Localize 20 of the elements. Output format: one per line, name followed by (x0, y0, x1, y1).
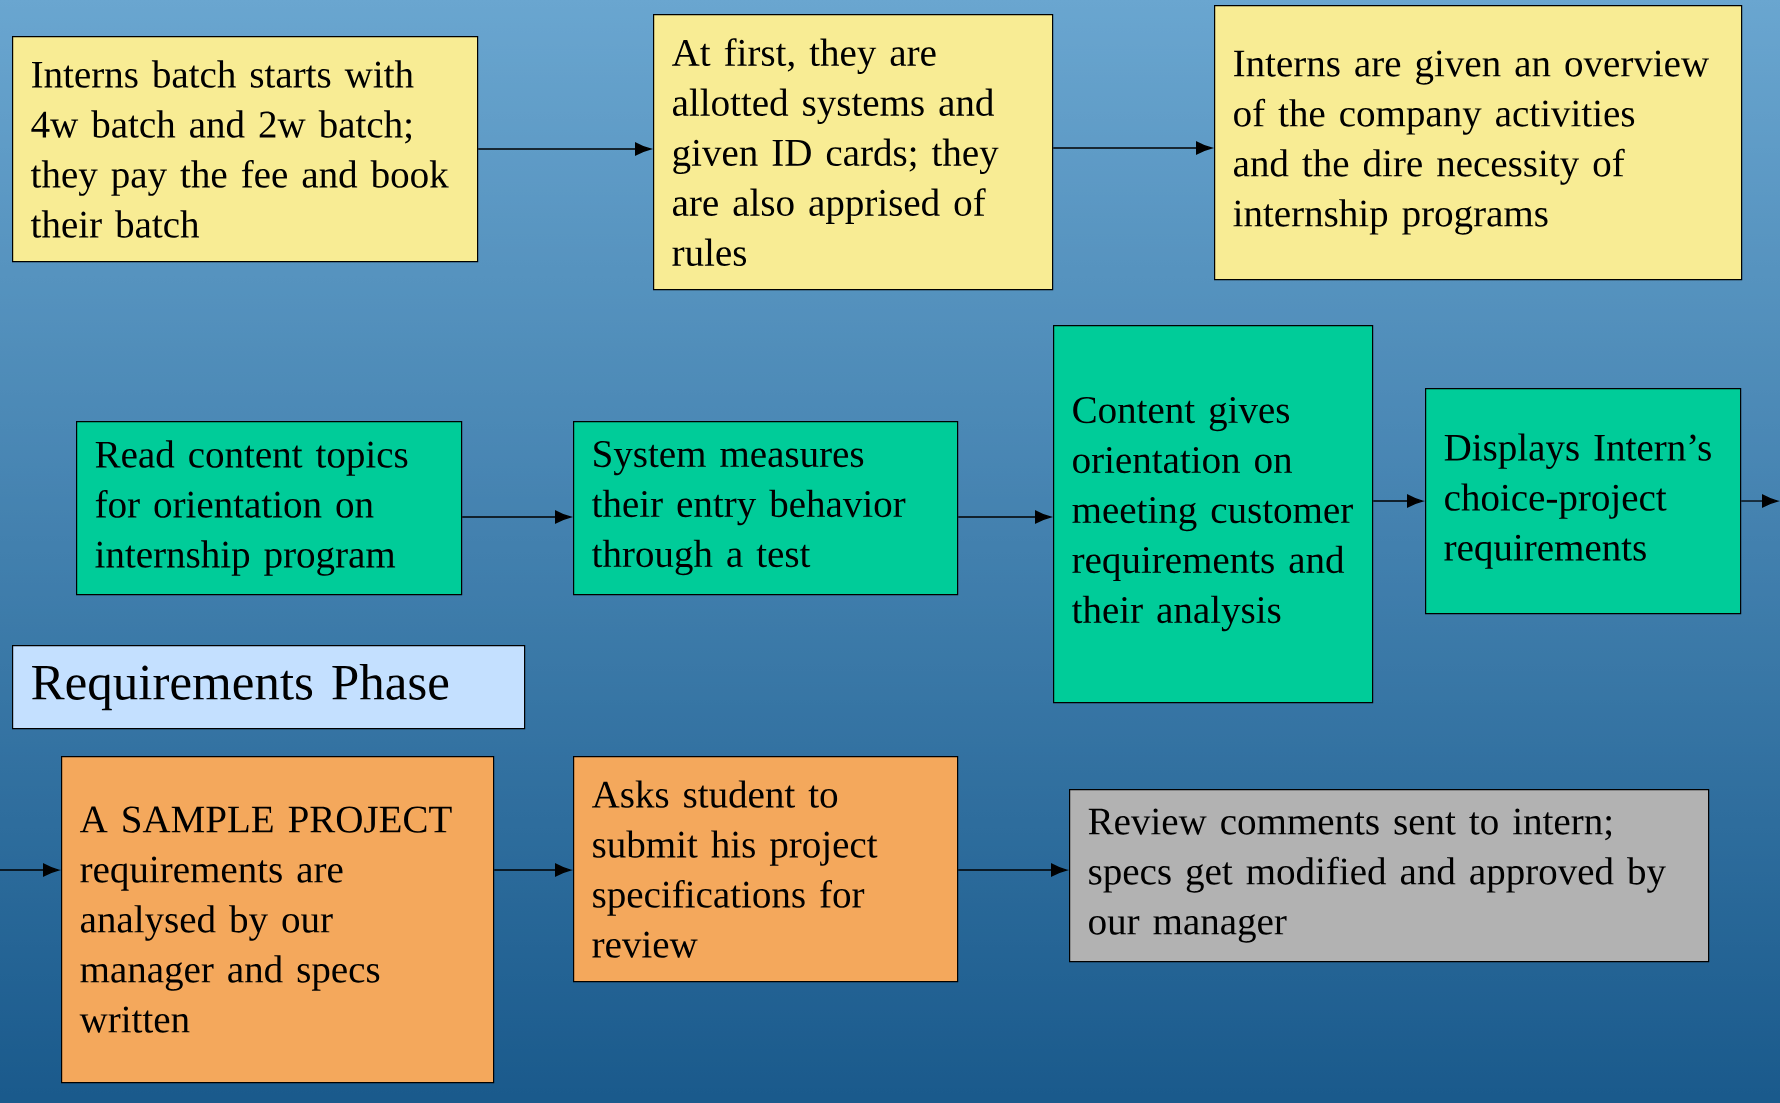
process-box: Displays Intern’s choice-project requirements (1425, 388, 1742, 615)
process-box: Interns are given an overview of the company activities and the dire necessity of internship programs (1214, 5, 1743, 281)
arrow (1740, 494, 1779, 508)
process-box: A SAMPLE PROJECT requirements are analysed by our manager and specs written (61, 756, 495, 1084)
process-box: At first, they are allotted systems and given ID cards; they are also apprised of rules (653, 14, 1054, 291)
process-box: Read content topics for orientation on internship program (76, 421, 463, 596)
process-box: Review comments sent to intern; specs get modified and approved by our manager (1069, 789, 1710, 963)
arrow (957, 510, 1052, 524)
arrow (1372, 494, 1424, 508)
arrow (957, 863, 1068, 877)
arrow (461, 510, 572, 524)
arrow (0, 863, 60, 877)
process-box: Interns batch starts with 4w batch and 2w batch; they pay the fee and book their batch (12, 36, 479, 263)
process-box: System measures their entry behavior through a test (573, 421, 959, 596)
phase-heading-box: Requirements Phase (12, 645, 526, 730)
arrow (493, 863, 572, 877)
process-box: Asks student to submit his project specifications for review (573, 756, 959, 983)
arrow (1052, 141, 1213, 155)
arrow (477, 142, 652, 156)
process-box: Content gives orientation on meeting customer requirements and their analysis (1053, 325, 1374, 704)
